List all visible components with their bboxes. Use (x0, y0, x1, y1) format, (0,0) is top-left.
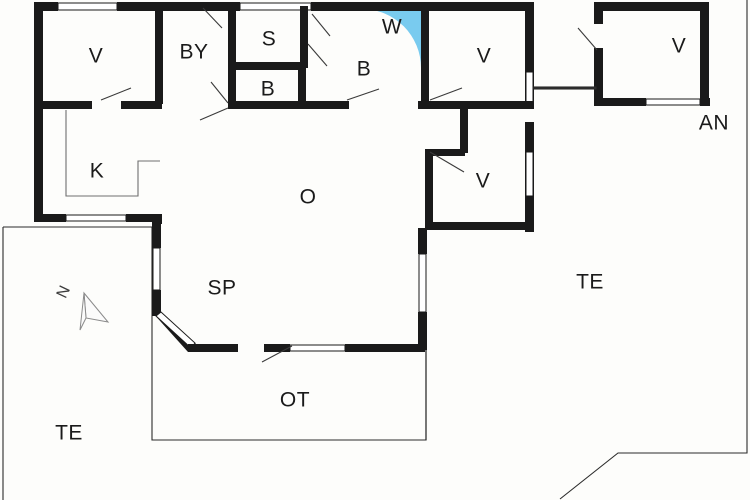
window-bottom-k (65, 214, 127, 222)
compass-rose: N (54, 283, 110, 331)
shower-quarter-circle (362, 9, 421, 68)
room-label-by: BY (179, 41, 208, 64)
room-label-v-annex: V (672, 35, 687, 58)
wall-by-s (228, 6, 236, 104)
window-top-v1 (57, 2, 118, 11)
room-labels: V BY S B B W V V AN K O V SP OT TE TE (55, 16, 729, 445)
room-label-v-top-left: V (89, 45, 104, 68)
wall-vmid-left (425, 149, 433, 229)
door-annex-v (577, 27, 598, 51)
wall-v1-by (155, 6, 163, 104)
door-v-top-left (100, 87, 132, 101)
room-label-te-right: TE (576, 271, 604, 294)
window-top-b (239, 2, 312, 11)
door-b-left (311, 13, 331, 37)
wall-o-vmid-upper (460, 105, 468, 153)
window-sp-left (152, 247, 161, 291)
door-by-bottom-2 (199, 107, 229, 121)
compass-arrow-right (83, 291, 110, 323)
room-label-b-main: B (357, 58, 372, 81)
wall-vmid-top (425, 149, 465, 156)
wall-s-b (300, 6, 308, 68)
wall-b-small-right (298, 62, 306, 104)
room-label-s: S (262, 28, 277, 51)
door-by-top (202, 7, 223, 29)
door-s (307, 43, 328, 67)
compass-north-label: N (54, 283, 74, 301)
wall-vmid-bottom (425, 222, 534, 230)
room-label-b-small: B (261, 78, 276, 101)
window-annex-bottom (645, 98, 701, 106)
door-v-mid (429, 151, 465, 173)
kitchen-counter (65, 110, 160, 197)
room-label-k: K (90, 160, 105, 183)
walls-annex (533, 2, 710, 106)
room-label-sp: SP (207, 277, 236, 300)
door-sp-bottom (261, 345, 293, 363)
room-label-o: O (300, 186, 317, 209)
wall-b-vroom (421, 6, 429, 104)
window-sp-right (418, 253, 427, 313)
door-v-top-right (429, 87, 463, 101)
room-label-ot: OT (280, 389, 310, 412)
room-label-v-top-right: V (477, 45, 492, 68)
window-sp-diagonal (155, 311, 196, 349)
room-fills (34, 4, 708, 346)
room-label-an: AN (699, 112, 729, 135)
window-right-v-top (525, 71, 534, 103)
room-label-te-left: TE (55, 422, 83, 445)
wall-b-small-top (236, 62, 306, 70)
room-label-w-shower: W (382, 16, 402, 39)
compass-arrow-left (79, 292, 87, 331)
window-right-v-mid (525, 151, 534, 197)
room-label-v-mid: V (476, 170, 491, 193)
door-b-main (346, 88, 380, 101)
door-by-bottom (210, 81, 229, 104)
door-swings (100, 7, 598, 363)
walls-main-building (34, 2, 534, 352)
window-sp-bottom (289, 344, 346, 352)
